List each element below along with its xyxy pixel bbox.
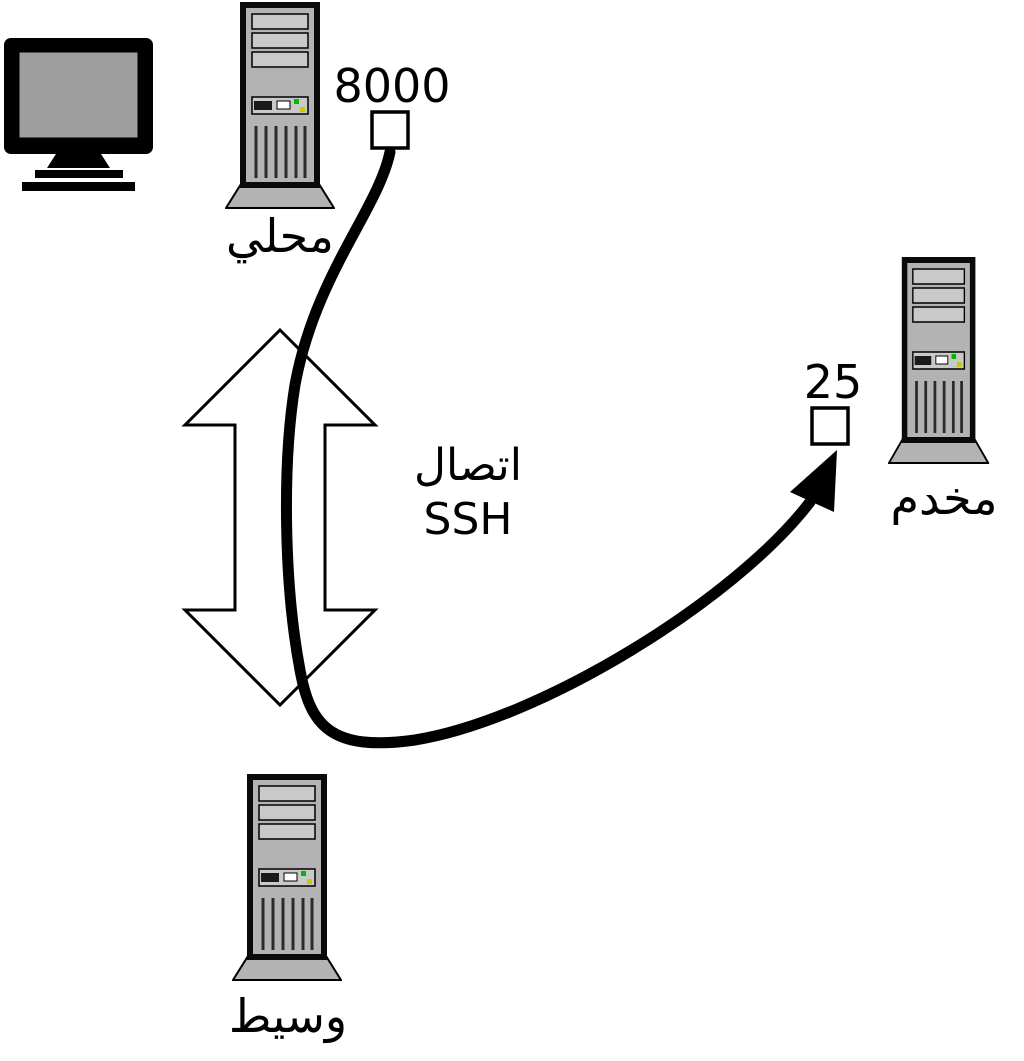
monitor-screen [14, 47, 143, 143]
ssh-tunnel-cable [281, 146, 816, 749]
cable-arrowhead-icon [790, 450, 837, 512]
computer-tower-server-icon [888, 255, 990, 465]
computer-tower-local-icon [225, 0, 335, 210]
double-arrow-icon [181, 327, 379, 708]
monitor-icon [4, 38, 153, 191]
monitor-stand-bar [35, 170, 123, 178]
port-25-box [810, 406, 850, 446]
connection-label-line2: SSH [424, 494, 513, 545]
monitor-neck [47, 154, 110, 168]
proxy-label: وسيط [229, 989, 347, 1044]
local-label: محلي [226, 209, 334, 264]
port-8000-box [370, 110, 410, 150]
port-25-label: 25 [804, 355, 863, 409]
monitor-stand-base [22, 182, 135, 191]
server-label: مخدم [891, 471, 998, 525]
computer-tower-proxy-icon [232, 772, 342, 982]
port-8000-label: 8000 [333, 59, 450, 113]
connection-label-line1: اتصال [414, 440, 522, 491]
